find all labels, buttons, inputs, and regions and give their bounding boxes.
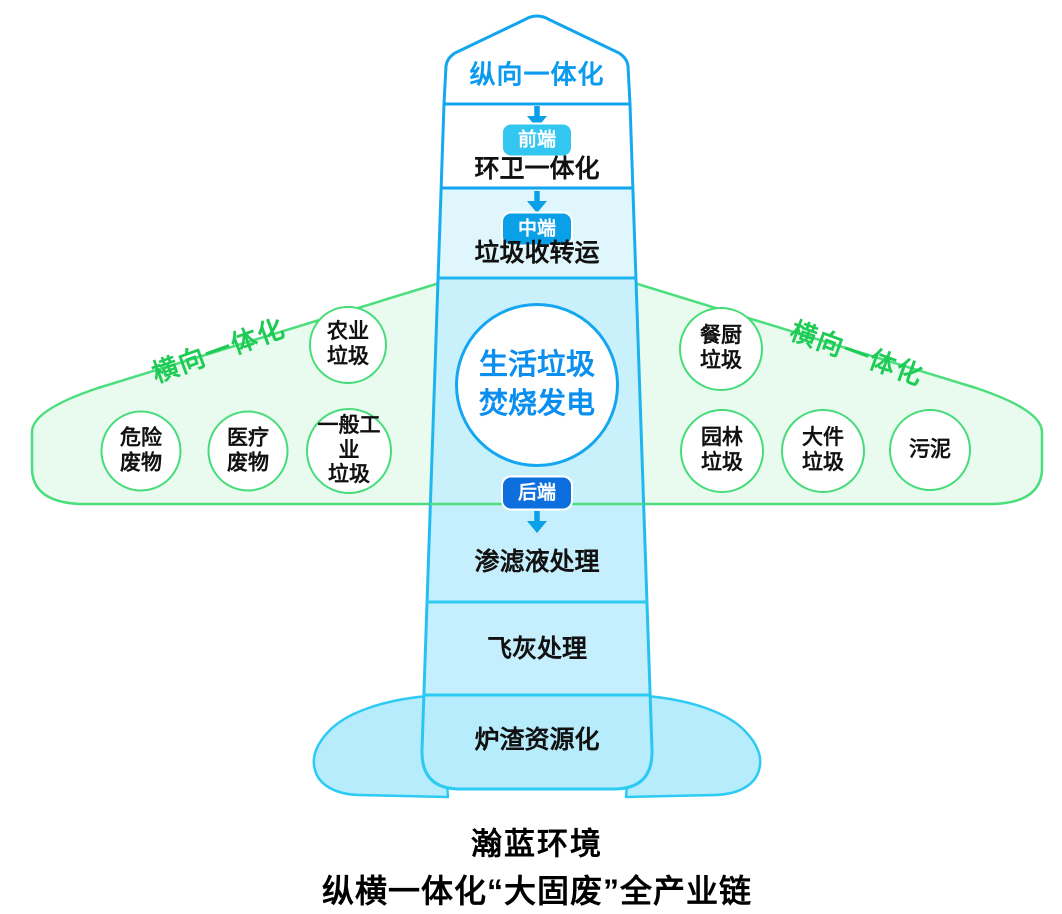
leachate-treatment-label: 渗滤液处理 (474, 548, 600, 576)
fuselage-section-leachate-fill (426, 504, 647, 602)
slag-recycling-label: 炉渣资源化 (474, 726, 600, 754)
left-tailfin-shape (312, 694, 450, 799)
wing-item-label: 园林 垃圾 (701, 426, 743, 474)
wing-item-industrial-waste: 一般工业 垃圾 (306, 408, 392, 494)
front-stage-badge: 前端 (500, 122, 574, 158)
back-stage-badge: 后端 (500, 475, 574, 511)
right-tailfin-shape (624, 694, 762, 799)
down-arrow-2 (527, 191, 547, 213)
wing-item-agricultural-waste: 农业 垃圾 (309, 306, 387, 384)
wing-item-bulky-waste: 大件 垃圾 (781, 409, 865, 493)
wing-item-medical-waste: 医疗 废物 (207, 410, 289, 492)
sanitation-integration-label: 环卫一体化 (474, 155, 600, 183)
fuselage-section-slag-fill (421, 695, 653, 789)
core-circle: 生活垃圾 焚烧发电 (455, 303, 619, 467)
vertical-integration-label: 纵向一体化 (469, 59, 605, 90)
wing-item-label: 餐厨 垃圾 (700, 324, 742, 372)
fuselage-nose-fill (441, 16, 633, 188)
fuselage-outline (420, 14, 654, 791)
flyash-treatment-label: 飞灰处理 (486, 635, 588, 663)
wing-item-label: 医疗 废物 (227, 426, 269, 474)
fuselage-section-flyash-fill (423, 602, 650, 695)
wing-item-garden-waste: 园林 垃圾 (680, 409, 764, 493)
wing-item-sludge: 污泥 (889, 409, 971, 491)
down-arrow-3 (527, 511, 547, 533)
core-incineration-label: 生活垃圾 焚烧发电 (478, 348, 595, 420)
wing-item-label: 大件 垃圾 (802, 426, 844, 474)
waste-collection-label: 垃圾收转运 (474, 239, 600, 267)
wing-item-hazardous-waste: 危险 废物 (100, 410, 182, 492)
company-title: 瀚蓝环境 (471, 826, 603, 862)
wing-item-kitchen-waste: 餐厨 垃圾 (679, 307, 763, 391)
wing-item-label: 污泥 (909, 437, 951, 461)
diagram-subtitle: 纵横一体化“大固废”全产业链 (321, 872, 753, 909)
down-arrow-1 (527, 106, 547, 128)
wing-item-label: 农业 垃圾 (327, 320, 369, 368)
wing-item-label: 危险 废物 (120, 426, 162, 474)
wing-item-label: 一般工业 垃圾 (317, 413, 381, 487)
mid-stage-badge: 中端 (500, 211, 574, 247)
